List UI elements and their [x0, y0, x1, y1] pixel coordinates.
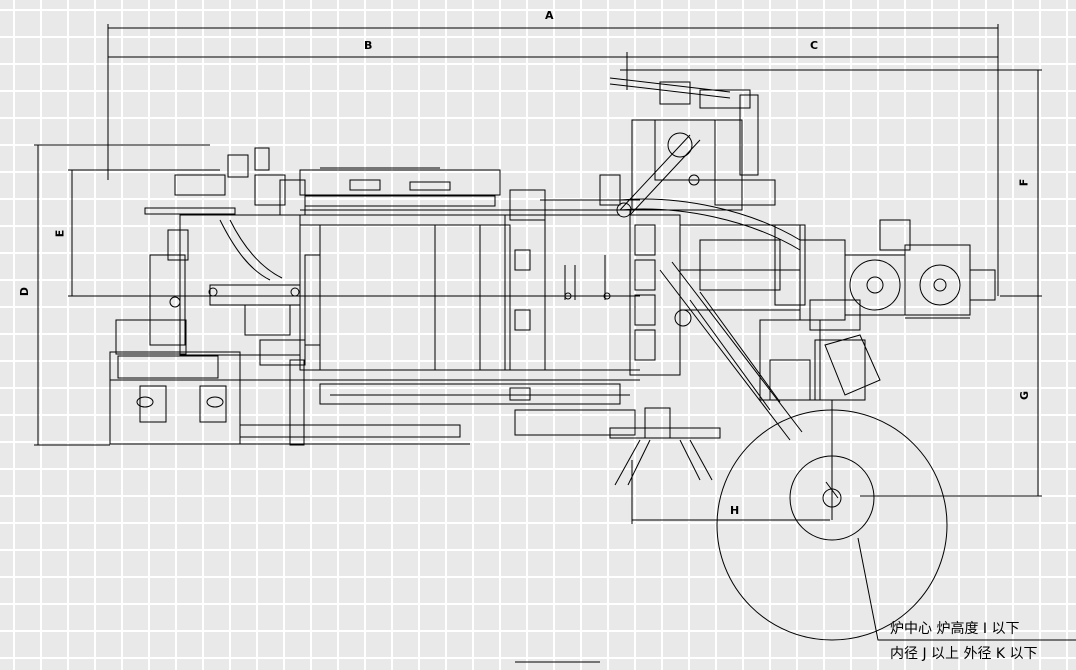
note-furnace-center: 炉中心 炉高度 I 以下 — [890, 621, 1020, 637]
lower-bracket — [609, 407, 721, 486]
base-frame — [109, 319, 470, 445]
main-cylinder — [289, 167, 640, 446]
dimension-lines — [34, 24, 1076, 641]
coil — [716, 400, 948, 641]
dimension-label-f: F — [1017, 178, 1031, 187]
dimension-label-a: A — [545, 9, 554, 22]
angled-arm — [659, 261, 881, 441]
dimension-label-b: B — [364, 39, 373, 52]
top-arm — [599, 77, 776, 218]
dimension-label-h: H — [730, 504, 740, 517]
drive-unit — [144, 147, 306, 366]
note-diameter: 内径 J 以上 外径 K 以下 — [890, 646, 1038, 662]
dimension-label-d: D — [18, 286, 32, 297]
dimension-label-g: G — [1018, 390, 1032, 401]
dimension-label-c: C — [810, 39, 819, 52]
dimension-label-e: E — [53, 229, 67, 238]
right-frame — [619, 198, 806, 376]
right-unit — [799, 219, 996, 331]
